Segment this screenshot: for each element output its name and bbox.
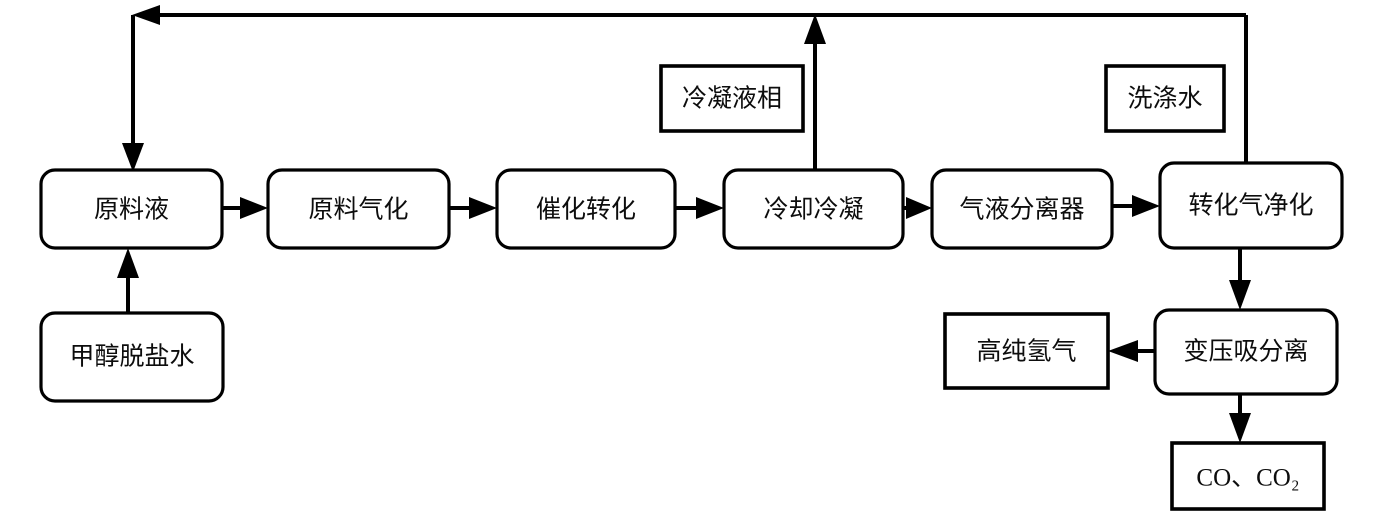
arrow-head-right (696, 197, 724, 219)
edge-cooling-recycle-up (804, 14, 826, 170)
node-co-co2-box[interactable] (1170, 441, 1326, 511)
node-high-purity-hydrogen-box[interactable] (943, 312, 1110, 390)
node-washing-water-label: 洗涤水 (1127, 85, 1202, 113)
node-high-purity-hydrogen[interactable]: 高纯氢气 (943, 312, 1110, 390)
edge-cooling-to-separator (903, 197, 932, 219)
arrow-head-up (117, 248, 139, 278)
node-methanol-demin-water[interactable]: 甲醇脱盐水 (39, 311, 225, 403)
arrow-head-right (469, 197, 497, 219)
node-condensate-liquid-phase-box[interactable] (659, 64, 805, 133)
arrow-head-down (1229, 413, 1251, 443)
node-feed-vaporization-box[interactable] (266, 168, 451, 250)
edge-psa-to-hydrogen (1108, 340, 1155, 362)
node-catalytic-conversion-label: 催化转化 (536, 196, 636, 224)
node-methanol-demin-water-label: 甲醇脱盐水 (69, 343, 194, 371)
edge-vaporization-to-catalytic (449, 197, 497, 219)
node-cooling-condensation-box[interactable] (722, 168, 905, 250)
node-catalytic-conversion-box[interactable] (495, 168, 677, 250)
node-washing-water-box[interactable] (1104, 64, 1226, 133)
node-co-co2[interactable]: CO、CO₂ (1170, 441, 1326, 511)
node-condensate-liquid-phase[interactable]: 冷凝液相 (659, 64, 805, 133)
node-feed-liquid-label: 原料液 (94, 196, 169, 224)
edge-purification-to-psa (1229, 248, 1251, 310)
node-condensate-liquid-phase-label: 冷凝液相 (682, 85, 782, 113)
node-psa-separation-label: 变压吸分离 (1183, 338, 1308, 366)
arrow-head-left (1108, 340, 1138, 362)
arrow-head-right (906, 197, 932, 219)
node-catalytic-conversion[interactable]: 催化转化 (495, 168, 677, 250)
edge-catalytic-to-cooling (675, 197, 724, 219)
arrow-head-right (1132, 195, 1160, 217)
edge-demin-water-to-feed-liquid (117, 248, 139, 313)
node-methanol-demin-water-box[interactable] (39, 311, 225, 403)
node-co-co2-label: CO、CO₂ (1196, 465, 1299, 492)
node-converted-gas-purification-label: 转化气净化 (1188, 192, 1313, 220)
arrow-head-right (240, 197, 268, 219)
node-gas-liquid-separator[interactable]: 气液分离器 (930, 168, 1114, 250)
node-gas-liquid-separator-label: 气液分离器 (959, 196, 1084, 224)
node-feed-vaporization-label: 原料气化 (308, 196, 408, 224)
cooling-riser-arrow-head (804, 14, 826, 44)
node-cooling-condensation[interactable]: 冷却冷凝 (722, 168, 905, 250)
arrow-head-down (1229, 280, 1251, 310)
node-gas-liquid-separator-box[interactable] (930, 168, 1114, 250)
recycle-left-arrow-head (132, 5, 160, 25)
edge-recycle-header-to-feed-liquid (122, 5, 1246, 172)
node-cooling-condensation-label: 冷却冷凝 (763, 196, 863, 224)
node-psa-separation-box[interactable] (1153, 308, 1339, 396)
node-converted-gas-purification[interactable]: 转化气净化 (1158, 161, 1344, 250)
node-converted-gas-purification-box[interactable] (1158, 161, 1344, 250)
node-feed-liquid-box[interactable] (39, 168, 224, 250)
edge-psa-to-co-co2 (1229, 394, 1251, 443)
node-feed-liquid[interactable]: 原料液 (39, 168, 224, 250)
edge-separator-to-purification (1112, 195, 1160, 217)
recycle-into-feed-arrow-head (122, 143, 144, 172)
node-feed-vaporization[interactable]: 原料气化 (266, 168, 451, 250)
node-psa-separation[interactable]: 变压吸分离 (1153, 308, 1339, 396)
node-high-purity-hydrogen-label: 高纯氢气 (976, 338, 1076, 366)
edge-feed-liquid-to-vaporization (222, 197, 268, 219)
node-washing-water[interactable]: 洗涤水 (1104, 64, 1226, 133)
